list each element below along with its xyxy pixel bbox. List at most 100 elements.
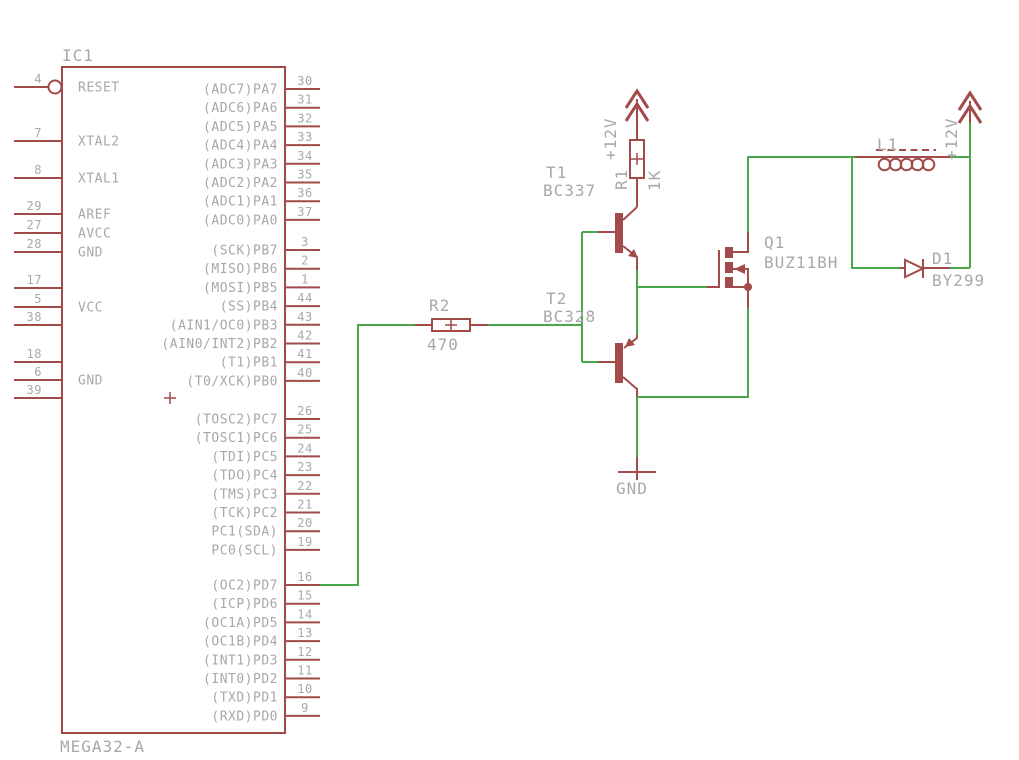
pin-label: AREF xyxy=(78,208,111,223)
pin-number: 43 xyxy=(297,310,312,324)
q1-value: BUZ11BH xyxy=(764,253,838,272)
q1-bulk-arrow-icon xyxy=(734,264,745,274)
pin-number: 10 xyxy=(297,682,312,696)
d1-ref: D1 xyxy=(932,249,953,268)
pin-label: XTAL2 xyxy=(78,135,120,150)
net-drain-to-l1 xyxy=(747,156,855,232)
pin-label: (AIN1/OC0)PB3 xyxy=(170,318,278,333)
pin-number: 23 xyxy=(297,460,312,474)
pin-number: 38 xyxy=(27,310,42,324)
pin-label: (ADC1)PA1 xyxy=(203,195,278,210)
l1-loop-3 xyxy=(899,157,914,172)
l1-loop-2 xyxy=(888,157,903,172)
ic-mega32: IC1 MEGA32-A 4RESET7XTAL28XTAL129AREF27A… xyxy=(14,46,320,756)
pin-label: (OC1A)PD5 xyxy=(203,616,278,631)
t1-base-bar xyxy=(615,213,623,253)
pin-number: 32 xyxy=(297,111,312,125)
pin-number: 9 xyxy=(301,701,309,715)
pin-label: (T0/XCK)PB0 xyxy=(186,374,278,389)
pin-label: (TDO)PC4 xyxy=(211,469,278,484)
t1-collector xyxy=(622,206,638,221)
pin-number: 12 xyxy=(297,645,312,659)
t1-value: BC337 xyxy=(543,181,596,200)
pin-label: (MISO)PB6 xyxy=(203,262,278,277)
q1-bar-bottom xyxy=(725,277,733,288)
inductor-l1: L1 xyxy=(855,135,950,172)
pin-number: 25 xyxy=(297,423,312,437)
pin-number: 21 xyxy=(297,498,312,512)
pin-label: PC1(SDA) xyxy=(211,525,278,540)
pin-label: RESET xyxy=(78,81,120,96)
pin-label: GND xyxy=(78,374,103,389)
pin-label: (ADC0)PA0 xyxy=(203,213,278,228)
pin-number: 40 xyxy=(297,366,312,380)
supply-arrow-left-icon xyxy=(624,88,650,122)
pin-number: 13 xyxy=(297,626,312,640)
supply-12v-left: +12V xyxy=(601,88,650,160)
t1-emitter-arrow-icon xyxy=(628,249,638,258)
pin-number: 34 xyxy=(297,149,312,163)
net-pd7-to-r2 xyxy=(320,324,415,586)
supply-left-label: +12V xyxy=(601,117,620,160)
pin-label: (TXD)PD1 xyxy=(211,691,278,706)
pin-number: 2 xyxy=(301,254,309,268)
pin-number: 17 xyxy=(27,273,42,287)
t2-base-bar xyxy=(615,343,623,383)
pin-number: 14 xyxy=(297,607,312,621)
pin-number: 5 xyxy=(34,292,42,306)
q1-source-junction-dot xyxy=(744,283,752,291)
r2-value: 470 xyxy=(427,335,459,354)
pin-number: 20 xyxy=(297,516,312,530)
pin-inverted-bubble-icon xyxy=(47,79,63,95)
pin-number: 8 xyxy=(34,163,42,177)
pin-label: (T1)PB1 xyxy=(220,356,278,371)
transistor-t2: T2 BC328 xyxy=(543,289,638,397)
pin-number: 35 xyxy=(297,168,312,182)
pin-label: (INT1)PD3 xyxy=(203,653,278,668)
pin-label: (TCK)PC2 xyxy=(211,506,278,521)
l1-ref: L1 xyxy=(877,135,898,154)
ic-left-pins: 4RESET7XTAL28XTAL129AREF27AVCC28GND175VC… xyxy=(14,72,120,399)
pin-number: 28 xyxy=(27,237,42,251)
r1-body xyxy=(629,139,645,179)
pin-label: AVCC xyxy=(78,227,111,242)
pin-label: (ADC7)PA7 xyxy=(203,83,278,98)
pin-label: (AIN0/INT2)PB2 xyxy=(161,337,278,352)
supply-12v-right: +12V xyxy=(942,90,983,160)
pin-label: (TDI)PC5 xyxy=(211,450,278,465)
pin-number: 19 xyxy=(297,535,312,549)
pin-label: (INT0)PD2 xyxy=(203,672,278,687)
pin-number: 3 xyxy=(301,235,309,249)
pin-label: (ADC3)PA3 xyxy=(203,157,278,172)
pin-label: XTAL1 xyxy=(78,172,120,187)
t2-ref: T2 xyxy=(546,289,567,308)
r1-origin-cross xyxy=(631,153,643,165)
pin-number: 18 xyxy=(27,347,42,361)
pin-number: 4 xyxy=(34,72,42,86)
q1-drain xyxy=(733,232,749,253)
pin-number: 41 xyxy=(297,347,312,361)
l1-loop-4 xyxy=(910,157,925,172)
pin-number: 44 xyxy=(297,291,312,305)
pin-label: (ADC4)PA4 xyxy=(203,139,278,154)
pin-number: 6 xyxy=(34,365,42,379)
pin-label: GND xyxy=(78,246,103,261)
pin-label: (TOSC1)PC6 xyxy=(195,431,278,446)
pin-label: (TOSC2)PC7 xyxy=(195,413,278,428)
q1-bar-top xyxy=(725,247,733,258)
pin-number: 15 xyxy=(297,589,312,603)
ic-body xyxy=(61,66,286,734)
ic-origin-cross xyxy=(164,392,176,404)
pin-label: (SS)PB4 xyxy=(220,300,278,315)
nets xyxy=(320,123,971,586)
pin-label: (TMS)PC3 xyxy=(211,487,278,502)
pin-label: (ICP)PD6 xyxy=(211,597,278,612)
t1-ref: T1 xyxy=(546,163,567,182)
d1-triangle xyxy=(904,258,926,279)
d1-value: BY299 xyxy=(932,271,985,290)
ic-right-pins: 30(ADC7)PA731(ADC6)PA632(ADC5)PA533(ADC4… xyxy=(161,74,320,724)
pin-label: (OC1B)PD4 xyxy=(203,635,278,650)
r2-ref: R2 xyxy=(429,296,450,315)
